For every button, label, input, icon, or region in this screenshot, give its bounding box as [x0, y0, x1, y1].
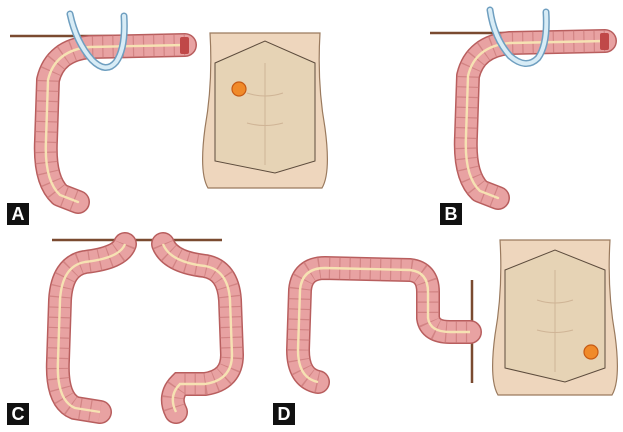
panel-d [298, 240, 617, 395]
colon-illustration [58, 244, 232, 412]
torso-icon [203, 33, 328, 188]
panel-c [52, 240, 232, 412]
panel-label-b: B [440, 203, 462, 225]
panel-a [10, 14, 327, 202]
stoma-site-marker-icon [232, 82, 246, 96]
panel-label-d: D [273, 403, 295, 425]
stoma-site-marker-icon [584, 345, 598, 359]
colon-illustration [298, 268, 470, 382]
torso-icon [493, 240, 618, 395]
panel-b [430, 10, 611, 198]
panel-label-a: A [7, 203, 29, 225]
panel-label-c: C [7, 403, 29, 425]
